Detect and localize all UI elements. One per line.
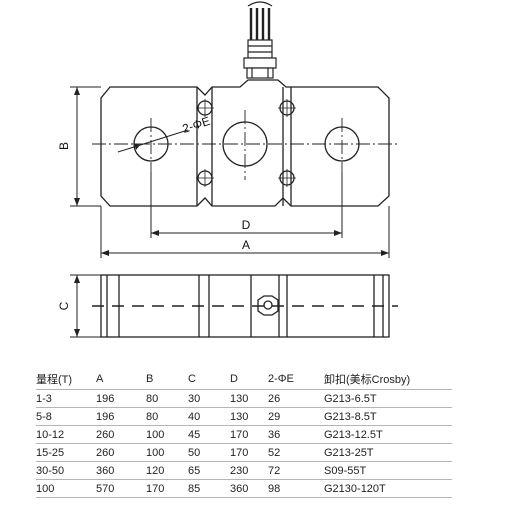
cell: 26 <box>268 389 324 408</box>
header-d: D <box>230 373 238 385</box>
cell: 260 <box>96 443 146 462</box>
table-row: 10-12 260 100 45 170 36 G213-12.5T <box>36 425 452 444</box>
cell: 50 <box>188 443 230 462</box>
cell: 360 <box>230 479 268 498</box>
cell: 30-50 <box>36 461 96 480</box>
header-a: A <box>96 373 104 385</box>
cell: 170 <box>230 425 268 444</box>
dim-d-label: D <box>242 218 251 232</box>
cell: 1-3 <box>36 389 96 408</box>
cell: 100 <box>146 425 188 444</box>
header-shackle: 卸扣(美标Crosby) <box>324 374 411 386</box>
header-b: B <box>146 373 154 385</box>
table-row: 100 570 170 85 360 98 G2130-120T <box>36 479 452 498</box>
cell: G213-8.5T <box>324 407 452 426</box>
cell: 170 <box>146 479 188 498</box>
cell: 80 <box>146 389 188 408</box>
cell: 98 <box>268 479 324 498</box>
cable-gland <box>243 1 277 79</box>
cell: 10-12 <box>36 425 96 444</box>
cell: 230 <box>230 461 268 480</box>
cell: 130 <box>230 389 268 408</box>
spec-table: 量程(T) A B C D 2-ΦE 卸扣(美标Crosby) 1-3 196 … <box>36 371 452 498</box>
dim-a-label: A <box>242 238 250 252</box>
cell: 100 <box>146 443 188 462</box>
hole-callout-label: 2-ΦE <box>181 114 212 136</box>
cell: 5-8 <box>36 407 96 426</box>
table-header: 量程(T) A B C D 2-ΦE 卸扣(美标Crosby) <box>36 371 452 390</box>
cell: G213-25T <box>324 443 452 462</box>
cell: 72 <box>268 461 324 480</box>
cell: 45 <box>188 425 230 444</box>
cell: 196 <box>96 407 146 426</box>
cell: 29 <box>268 407 324 426</box>
cell: G213-6.5T <box>324 389 452 408</box>
cell: 130 <box>230 407 268 426</box>
cell: 80 <box>146 407 188 426</box>
table-row: 5-8 196 80 40 130 29 G213-8.5T <box>36 407 452 426</box>
cell: 360 <box>96 461 146 480</box>
header-e: 2-ΦE <box>268 373 294 385</box>
dimension-lines <box>70 86 390 338</box>
header-capacity: 量程(T) <box>36 374 73 386</box>
dim-b-label: B <box>57 142 71 150</box>
table-row: 15-25 260 100 50 170 52 G213-25T <box>36 443 452 462</box>
body-outline <box>100 79 390 207</box>
cell: 30 <box>188 389 230 408</box>
cell: 52 <box>268 443 324 462</box>
table-row: 1-3 196 80 30 130 26 G213-6.5T <box>36 389 452 408</box>
cell: G213-12.5T <box>324 425 452 444</box>
cell: 36 <box>268 425 324 444</box>
cell: G2130-120T <box>324 479 452 498</box>
cell: 100 <box>36 479 96 498</box>
cell: 196 <box>96 389 146 408</box>
cell: 570 <box>96 479 146 498</box>
cell: 85 <box>188 479 230 498</box>
load-cell-drawing: B D A C 2-ΦE <box>57 1 398 338</box>
cell: S09-55T <box>324 461 452 480</box>
dim-c-label: C <box>57 301 71 310</box>
side-view <box>92 274 398 338</box>
cell: 170 <box>230 443 268 462</box>
top-view <box>92 79 398 207</box>
cell: 40 <box>188 407 230 426</box>
header-c: C <box>188 373 196 385</box>
cell: 260 <box>96 425 146 444</box>
table-row: 30-50 360 120 65 230 72 S09-55T <box>36 461 452 480</box>
cell: 120 <box>146 461 188 480</box>
cell: 15-25 <box>36 443 96 462</box>
cell: 65 <box>188 461 230 480</box>
